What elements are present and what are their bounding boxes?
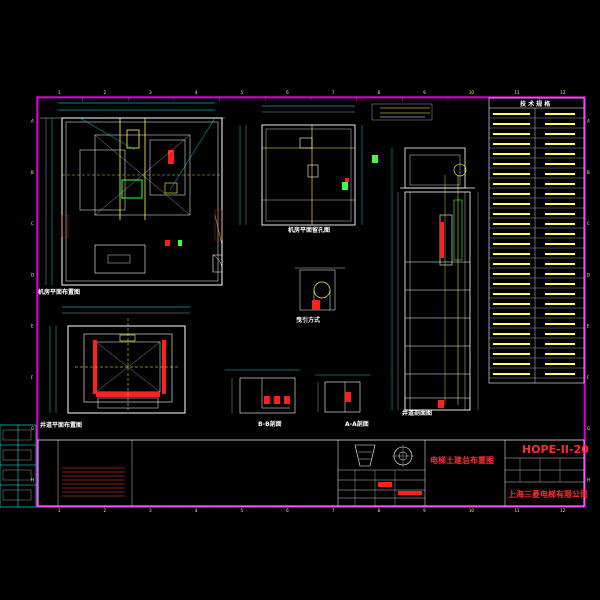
- traction-method-label: 曳引方式: [296, 316, 320, 324]
- company-name: 上海三菱电梯有限公司: [508, 489, 588, 499]
- border-number: 9: [423, 508, 426, 513]
- border-letter: A: [587, 119, 590, 124]
- spec-table: 技 术 规 格: [488, 97, 585, 384]
- border-number: 8: [378, 90, 381, 95]
- section-bb-label: B-B剖面: [258, 420, 282, 428]
- border-letter: G: [31, 426, 34, 431]
- border-number: 7: [332, 508, 335, 513]
- border-number: 3: [149, 90, 152, 95]
- machine-room-plan-label: 机房平面布置图: [38, 288, 80, 296]
- machine-room-holes-plan: 机房平面留孔图: [239, 103, 433, 234]
- border-number: 6: [286, 90, 289, 95]
- border-number: 1: [58, 90, 61, 95]
- border-number: 1: [58, 508, 61, 513]
- border-letter: C: [587, 221, 590, 226]
- border-number: 11: [515, 508, 521, 513]
- border-number: 4: [195, 90, 198, 95]
- hoistway-section: 井道剖面图: [391, 147, 479, 417]
- border-letter: F: [587, 375, 590, 380]
- border-letter: B: [31, 170, 34, 175]
- border-number: 3: [149, 508, 152, 513]
- border-letter: H: [587, 477, 590, 482]
- hoistway-section-label: 井道剖面图: [402, 409, 432, 417]
- border-letter: D: [587, 272, 590, 277]
- border-number: 9: [423, 90, 426, 95]
- border-number: 2: [104, 508, 107, 513]
- drawing-number: HOPE-II-20: [522, 443, 589, 456]
- drawing-title: 电梯土建总布置图: [430, 455, 494, 465]
- border-number: 5: [241, 90, 244, 95]
- section-aa-label: A-A剖面: [345, 420, 369, 428]
- traction-method: 曳引方式: [295, 267, 345, 324]
- left-stamp: [0, 424, 37, 508]
- hoistway-plan-label: 井道平面布置图: [40, 421, 82, 429]
- border-letter: E: [31, 324, 34, 329]
- machine-room-plan: 机房平面布置图: [38, 102, 225, 296]
- border-letter: D: [31, 272, 34, 277]
- border-letter: E: [587, 324, 590, 329]
- border-number: 10: [469, 508, 475, 513]
- border-number: 5: [241, 508, 244, 513]
- border-number: 8: [378, 508, 381, 513]
- border-number: 10: [469, 90, 475, 95]
- border-number: 7: [332, 90, 335, 95]
- border-number: 12: [560, 508, 566, 513]
- title-block: 电梯土建总布置图 HOPE-II-20 上海三菱电梯有限公司: [37, 439, 589, 507]
- border-letter: B: [587, 170, 590, 175]
- spec-table-header: 技 术 规 格: [520, 100, 551, 108]
- notes-lines: [62, 467, 125, 497]
- section-bb: B-B剖面: [225, 369, 300, 428]
- border-number: 11: [515, 90, 521, 95]
- border-letter: C: [31, 221, 34, 226]
- border-letter: F: [31, 375, 34, 380]
- border-number: 4: [195, 508, 198, 513]
- border-letter: A: [31, 119, 34, 124]
- outer-frame: [36, 96, 586, 508]
- border-letter: H: [31, 477, 34, 482]
- border-number: 6: [286, 508, 289, 513]
- section-aa: A-A剖面: [315, 374, 370, 428]
- hoistway-plan: 井道平面布置图: [40, 306, 190, 429]
- border-number: 2: [104, 90, 107, 95]
- border-number: 12: [560, 90, 566, 95]
- machine-room-holes-label: 机房平面留孔图: [288, 226, 330, 234]
- company-symbol: [354, 444, 414, 467]
- border-letter: G: [587, 426, 590, 431]
